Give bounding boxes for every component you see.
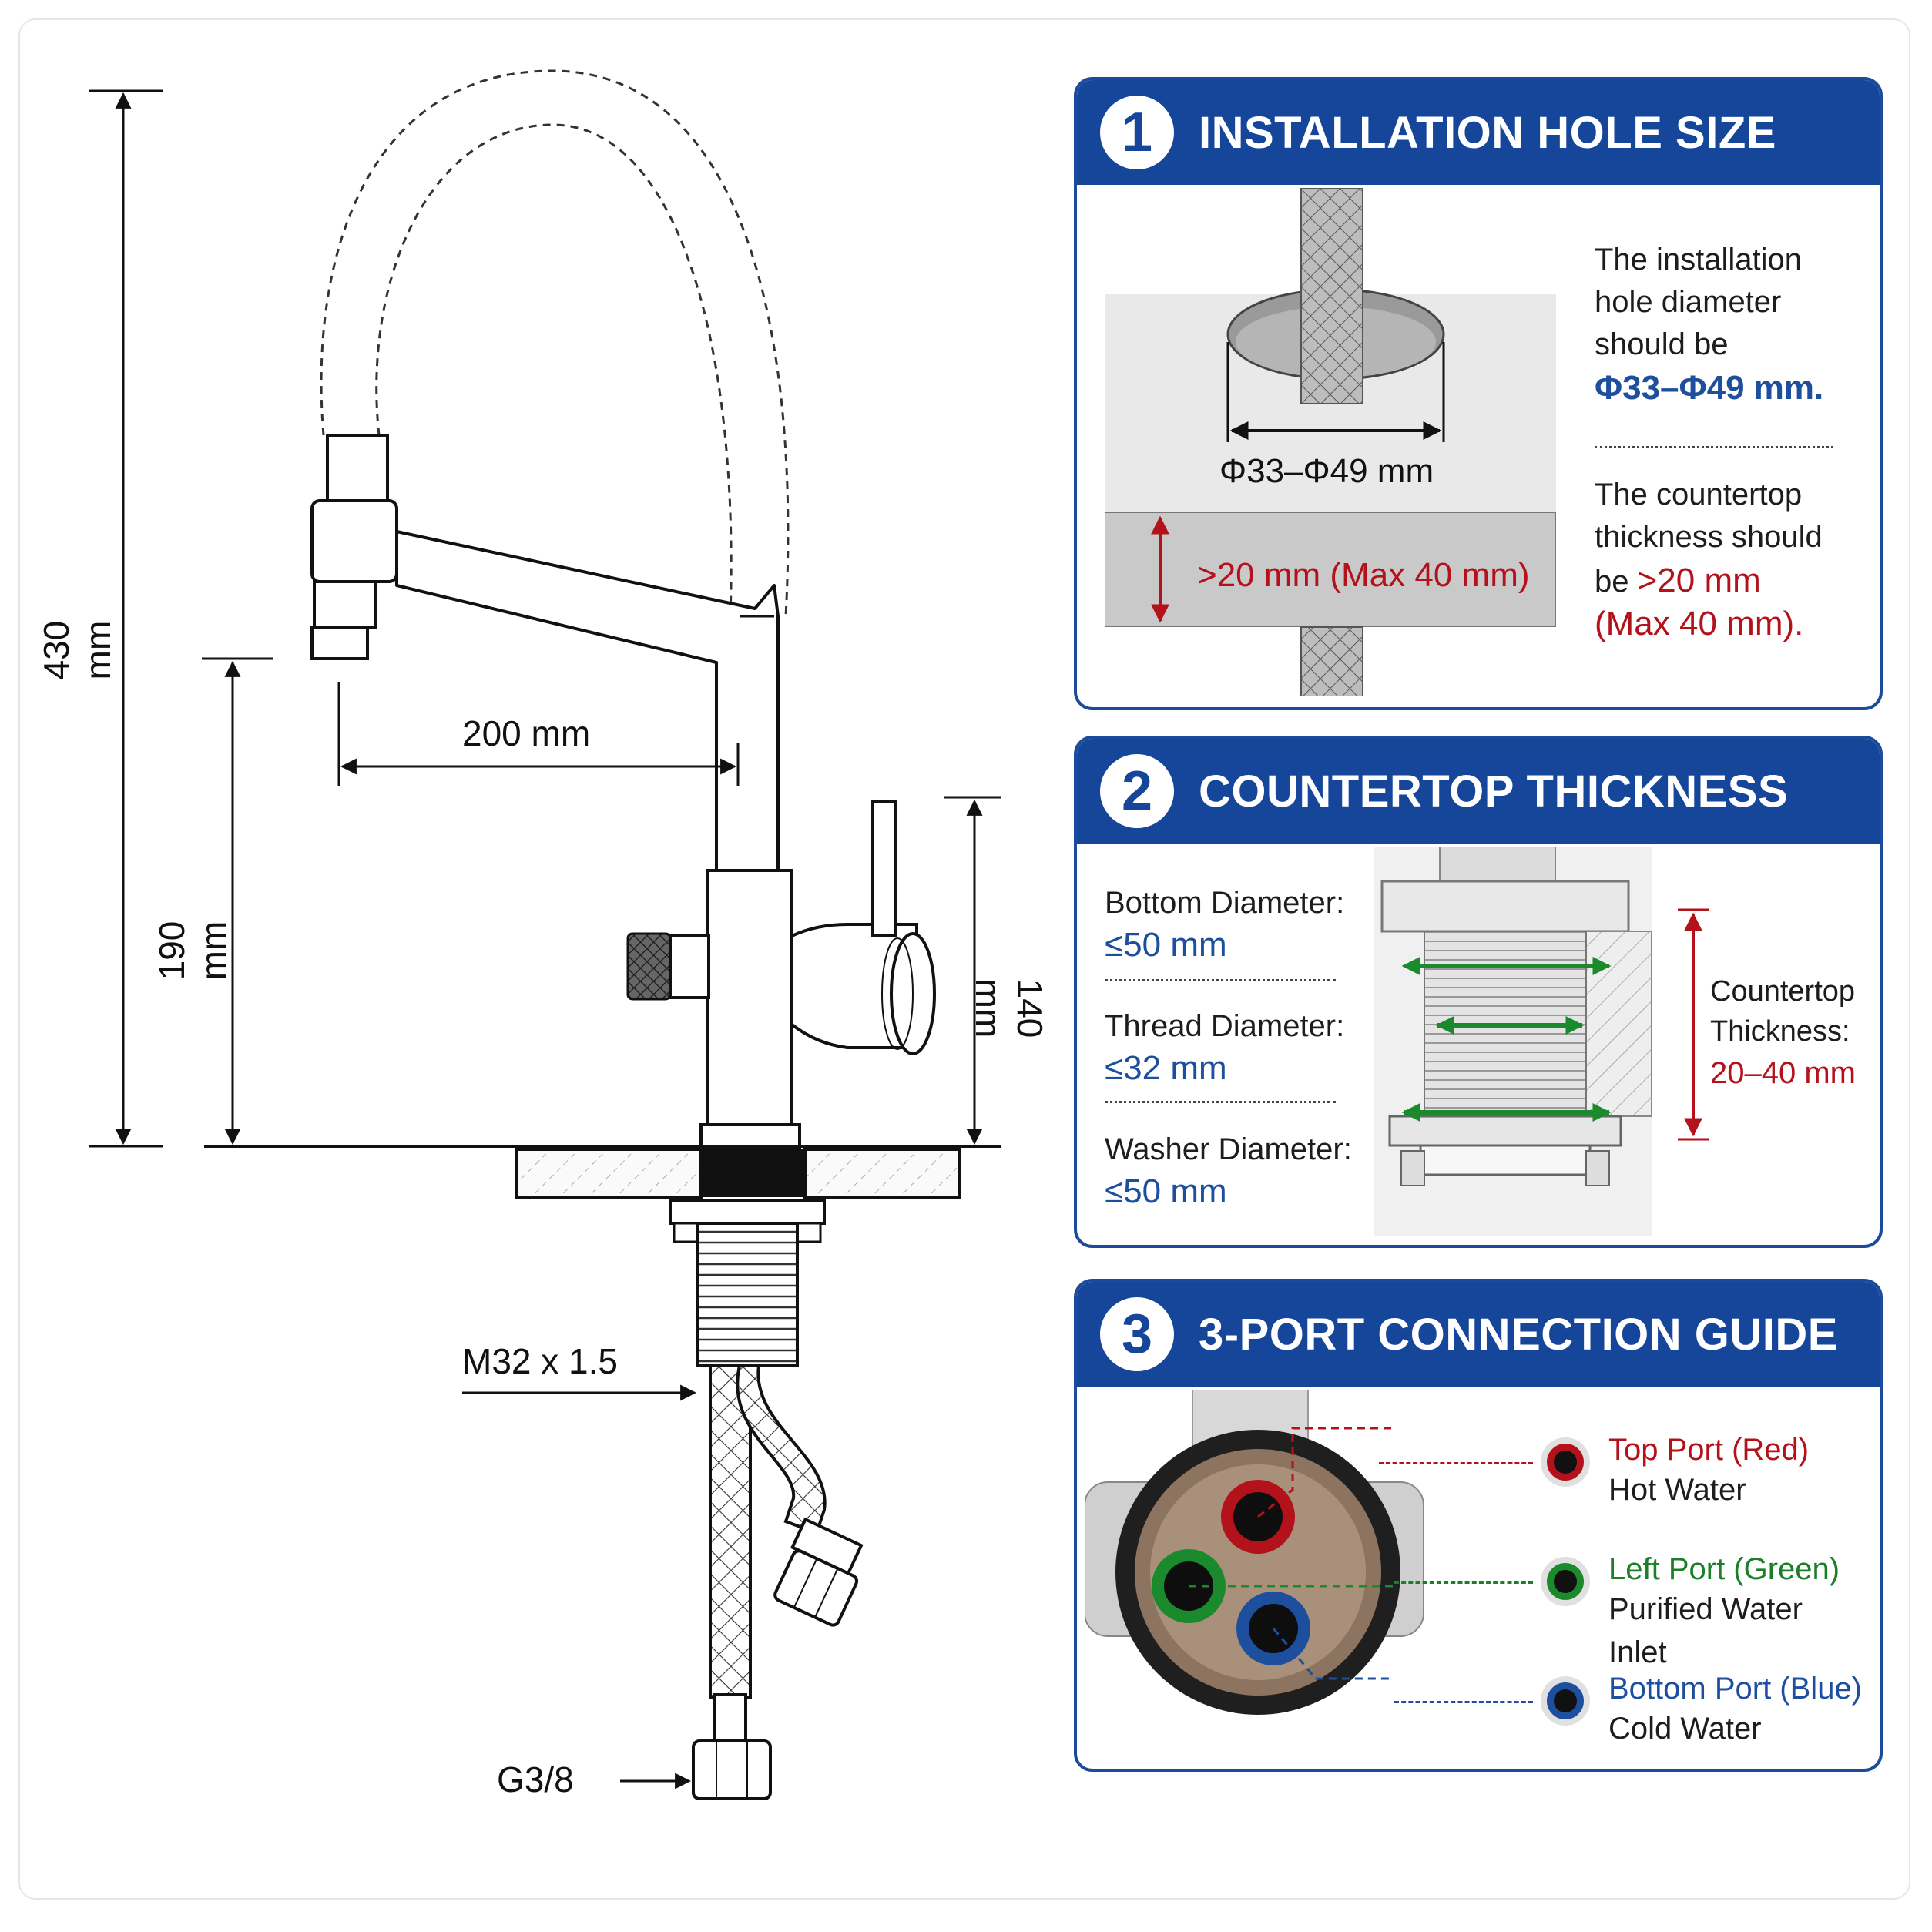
dim-label-140: 140 mm (968, 978, 1050, 1038)
panel1-title: INSTALLATION HOLE SIZE (1199, 107, 1776, 158)
thickness-dimension-arrow (1678, 908, 1709, 1141)
hole-text-line2: hole diameter (1595, 285, 1782, 319)
spray-head-nozzle (313, 580, 377, 629)
spec-divider-2 (1105, 1101, 1336, 1103)
legend-bottom-desc: Cold Water (1608, 1712, 1762, 1746)
panel3-number: 3 (1100, 1297, 1174, 1371)
spec-thread-label: Thread Diameter: (1105, 1009, 1345, 1043)
hole-size-illustration (1105, 188, 1556, 696)
threaded-shank (696, 1222, 799, 1367)
legend-top-dot-center (1554, 1451, 1577, 1474)
spec-washer-label: Washer Diameter: (1105, 1132, 1352, 1166)
panel1-header: 1 INSTALLATION HOLE SIZE (1077, 80, 1880, 185)
countertop-left (515, 1148, 703, 1199)
legend-top-desc: Hot Water (1608, 1473, 1746, 1507)
thread-spec-label: M32 x 1.5 (462, 1341, 618, 1381)
panel2-header: 2 COUNTERTOP THICKNESS (1077, 739, 1880, 844)
panel1-number: 1 (1100, 96, 1174, 169)
panel3-header: 3 3-PORT CONNECTION GUIDE (1077, 1282, 1880, 1387)
spec-bottom-label: Bottom Diameter: (1105, 886, 1345, 920)
legend-left-desc: Purified Water Inlet (1608, 1592, 1803, 1669)
dim-label-430: 430 mm (36, 620, 118, 680)
port-connection-illustration (1085, 1390, 1424, 1715)
panel2-number: 2 (1100, 754, 1174, 828)
countertop-thickness-value: 20–40 mm (1710, 1056, 1856, 1090)
panel-3-port-connection: 3 3-PORT CONNECTION GUIDE Top Port (Red)… (1074, 1279, 1883, 1772)
legend-left-dot-center (1554, 1570, 1577, 1593)
countertop-right (803, 1148, 961, 1199)
legend-left-dot (1541, 1557, 1590, 1606)
thickness-label: >20 mm (Max 40 mm) (1197, 556, 1530, 594)
spray-head-tip (310, 626, 369, 660)
thickness-text-value2: (Max 40 mm). (1595, 605, 1804, 642)
panel-countertop-thickness: 2 COUNTERTOP THICKNESS Bottom Diameter: … (1074, 736, 1883, 1248)
panel3-title: 3-PORT CONNECTION GUIDE (1199, 1309, 1838, 1360)
legend-top-dot (1541, 1437, 1590, 1487)
legend-left-name: Left Port (Green) (1608, 1552, 1840, 1586)
hose-nut-main (692, 1739, 772, 1800)
legend-top-port: Top Port (Red) Hot Water (1379, 1428, 1864, 1513)
countertop-thickness-label-1: Countertop (1710, 975, 1856, 1008)
panel-installation-hole-size: 1 INSTALLATION HOLE SIZE Φ33–Φ49 mm >20 … (1074, 77, 1883, 710)
countertop-gasket (701, 1149, 805, 1197)
hole-diameter-label: Φ33–Φ49 mm (1219, 452, 1434, 490)
spec-bottom-value: ≤50 mm (1105, 926, 1227, 964)
mounting-plate (669, 1199, 826, 1225)
legend-bottom-name: Bottom Port (Blue) (1608, 1672, 1863, 1706)
dim-label-190: 190 mm (152, 921, 233, 981)
lever-handle (871, 800, 897, 937)
dim-label-200: 200 mm (462, 713, 591, 753)
hole-text-line3: should be (1595, 327, 1729, 361)
hole-text-line1: The installation (1595, 243, 1803, 277)
panel2-title: COUNTERTOP THICKNESS (1199, 766, 1789, 817)
hose-nut-secondary (773, 1517, 864, 1627)
legend-bottom-dot-center (1554, 1689, 1577, 1712)
spray-head-upper (326, 434, 389, 502)
spout-arm (395, 530, 780, 880)
faucet-body (706, 869, 793, 1130)
spray-head-collar (310, 499, 398, 583)
thickness-text-line1: The countertop (1595, 478, 1803, 512)
legend-top-name: Top Port (Red) (1608, 1433, 1810, 1467)
legend-left-port: Left Port (Green) Purified Water Inlet (1394, 1548, 1864, 1669)
flexible-hose-outline-inner (375, 123, 733, 617)
panel1-divider (1595, 446, 1833, 448)
thickness-text-line3: be >20 mm (1595, 559, 1761, 603)
countertop-thickness-label-2: Thickness: (1710, 1015, 1850, 1048)
spec-washer-value: ≤50 mm (1105, 1172, 1227, 1210)
side-inlet-knurled (626, 932, 672, 1001)
thickness-text-line2: thickness should (1595, 520, 1823, 554)
legend-top-line (1379, 1462, 1533, 1464)
spec-thread-value: ≤32 mm (1105, 1049, 1227, 1087)
legend-bottom-line (1394, 1701, 1533, 1703)
hole-text-value: Φ33–Φ49 mm. (1595, 369, 1824, 407)
mounting-assembly-illustration (1374, 847, 1652, 1236)
legend-bottom-port: Bottom Port (Blue) Cold Water (1394, 1667, 1864, 1752)
legend-left-line (1394, 1581, 1533, 1584)
thickness-text-value1: >20 mm (1637, 562, 1761, 599)
spec-divider-1 (1105, 979, 1336, 981)
flexible-hose-outline-outer (320, 69, 790, 617)
hose-connector-label: G3/8 (497, 1759, 574, 1800)
thickness-text-prefix: be (1595, 565, 1638, 599)
